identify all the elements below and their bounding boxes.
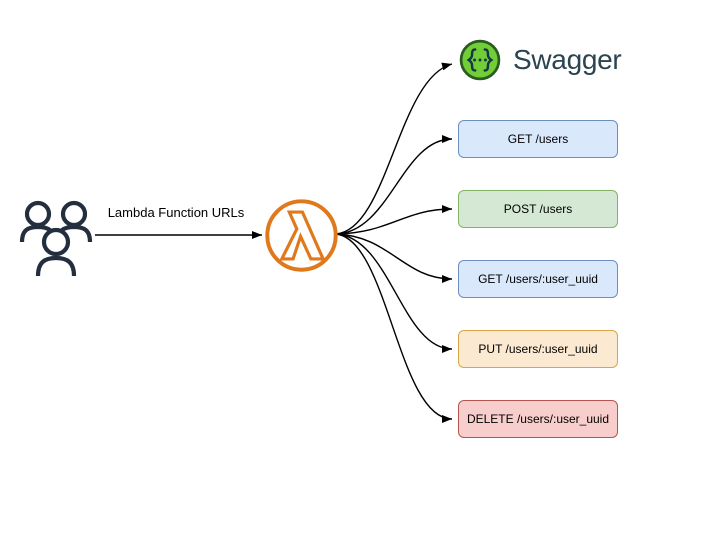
endpoint-box-put-users-user-uuid: PUT /users/:user_uuid (458, 330, 618, 368)
swagger-label: Swagger (513, 44, 622, 75)
endpoint-box-post-users: POST /users (458, 190, 618, 228)
arrow-to-get-users (335, 135, 453, 235)
arrow-to-swagger (335, 62, 453, 235)
endpoint-label: POST /users (503, 202, 573, 216)
arrow-to-delete-user-uuid (335, 233, 453, 423)
endpoint-box-get-users: GET /users (458, 120, 618, 158)
endpoint-box-delete-users-user-uuid: DELETE /users/:user_uuid (458, 400, 618, 438)
users-icon (18, 194, 94, 278)
arrow-to-get-user-uuid (335, 233, 453, 283)
endpoint-label: DELETE /users/:user_uuid (466, 412, 610, 426)
swagger-node: Swagger (459, 39, 622, 81)
arrow-to-post-users (335, 205, 453, 235)
endpoint-label: GET /users/:user_uuid (478, 272, 598, 286)
arrow-to-put-user-uuid (335, 233, 453, 353)
swagger-icon (459, 39, 501, 81)
aws-lambda-icon (264, 198, 339, 273)
endpoint-label: PUT /users/:user_uuid (478, 342, 598, 356)
endpoint-box-get-users-user-uuid: GET /users/:user_uuid (458, 260, 618, 298)
endpoint-label: GET /users (507, 132, 569, 146)
connector-label: Lambda Function URLs (107, 205, 245, 220)
